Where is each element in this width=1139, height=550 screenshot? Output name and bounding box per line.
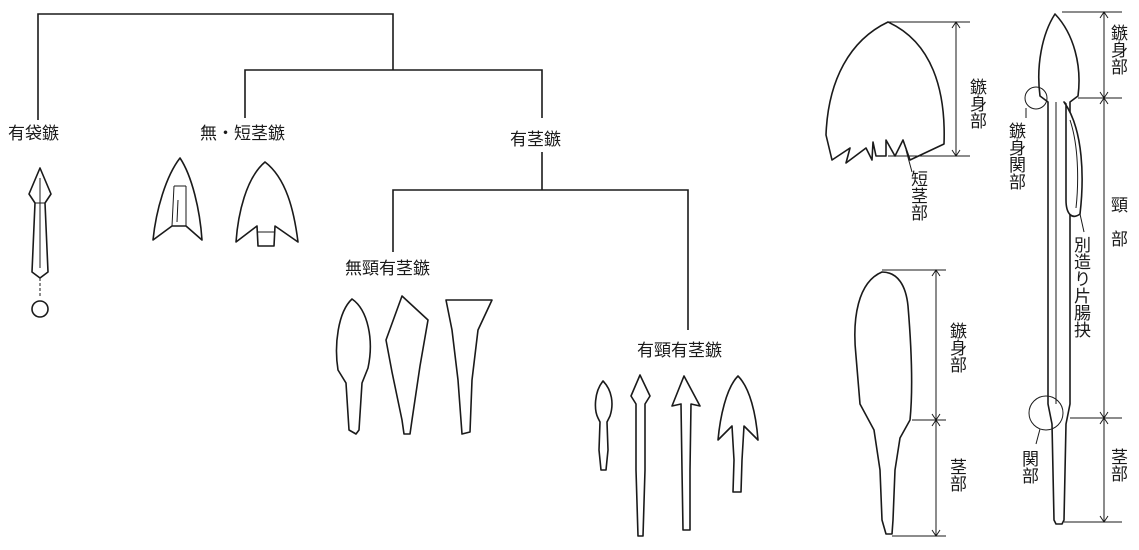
tree-connectors bbox=[37, 13, 689, 330]
svg-text:関部: 関部 bbox=[1018, 450, 1039, 484]
vlabel-blade-shoulder: 鏃身関部 bbox=[1005, 122, 1026, 190]
vlabel-right-tang: 茎部 bbox=[1107, 448, 1128, 482]
separate-barb bbox=[1063, 101, 1083, 218]
label-socketed: 有袋鏃 bbox=[8, 124, 59, 144]
svg-text:鏃身部: 鏃身部 bbox=[946, 322, 967, 373]
vlabel-lower-blade: 鏃身部 bbox=[946, 322, 967, 373]
svg-text:頸 部: 頸 部 bbox=[1107, 196, 1128, 247]
socket-ring-icon bbox=[31, 300, 49, 318]
dimension-upper bbox=[888, 21, 970, 173]
svg-text:茎部: 茎部 bbox=[1107, 448, 1128, 482]
vlabel-right-blade: 鏃身部 bbox=[1107, 24, 1128, 75]
vlabel-short-tang: 短茎部 bbox=[907, 170, 928, 221]
svg-text:別造り片腸抉: 別造り片腸抉 bbox=[1070, 236, 1091, 339]
vlabel-right-neck: 頸 部 bbox=[1107, 196, 1128, 247]
vlabel-shoulder: 関部 bbox=[1018, 450, 1039, 484]
necked-arrowhead-4 bbox=[717, 375, 759, 493]
svg-text:短茎部: 短茎部 bbox=[907, 170, 928, 221]
necked-arrowhead-2 bbox=[630, 374, 651, 537]
no-tang-arrowhead bbox=[152, 157, 203, 241]
vlabel-upper-blade: 鏃身部 bbox=[966, 78, 987, 129]
socketed-arrowhead bbox=[28, 167, 52, 318]
short-tang-arrowhead bbox=[235, 161, 299, 247]
vlabel-lower-tang: 茎部 bbox=[946, 458, 967, 492]
svg-text:鏃身部: 鏃身部 bbox=[966, 78, 987, 129]
label-no-short-tang: 無・短茎鏃 bbox=[200, 124, 285, 144]
label-tanged: 有茎鏃 bbox=[510, 130, 561, 150]
detail-tanged-arrowhead bbox=[854, 271, 913, 535]
blade-shoulder-circle bbox=[1024, 86, 1048, 110]
neckless-arrowhead-3 bbox=[445, 299, 493, 435]
dimension-right bbox=[1062, 11, 1122, 523]
detail-short-tang-arrowhead bbox=[825, 21, 945, 164]
label-neckless-tanged: 無頸有茎鏃 bbox=[345, 259, 430, 279]
vlabel-separate-barb: 別造り片腸抉 bbox=[1070, 236, 1091, 339]
svg-text:鏃身部: 鏃身部 bbox=[1107, 24, 1128, 75]
svg-text:茎部: 茎部 bbox=[946, 458, 967, 492]
detail-necked-arrowhead bbox=[1024, 13, 1085, 525]
necked-arrowhead-1 bbox=[594, 380, 613, 471]
dimension-lower bbox=[882, 269, 946, 537]
neckless-arrowhead-2 bbox=[385, 295, 429, 435]
label-necked-tanged: 有頸有茎鏃 bbox=[637, 341, 722, 361]
neckless-arrowhead-1 bbox=[335, 298, 372, 435]
shoulder-circle bbox=[1028, 395, 1064, 431]
necked-arrowhead-3 bbox=[671, 375, 701, 531]
svg-text:鏃身関部: 鏃身関部 bbox=[1005, 122, 1026, 190]
